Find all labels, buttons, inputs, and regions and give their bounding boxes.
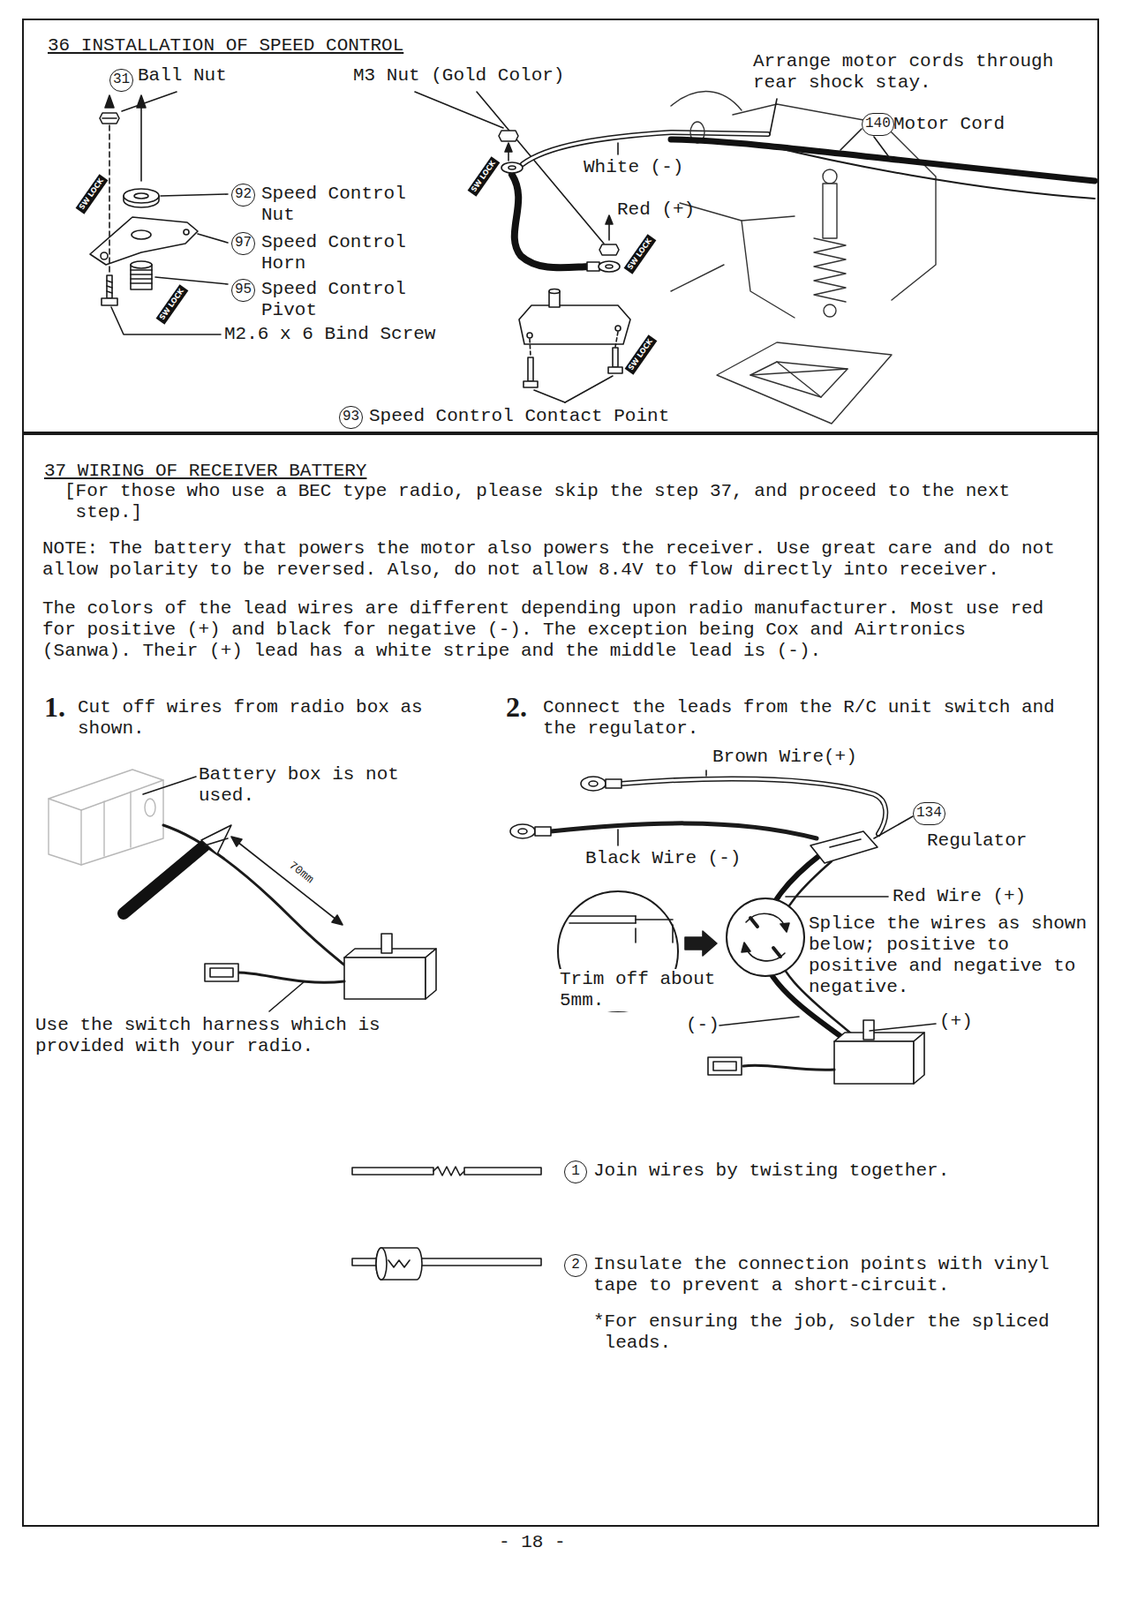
part-label: Ball Nut	[137, 65, 227, 87]
part-label: Splice the wires as shown below; positiv…	[808, 913, 1092, 999]
part-label: Join wires by twisting together.	[593, 1160, 950, 1183]
step-number: 1.	[44, 693, 66, 722]
part-label: Insulate the connection points with viny…	[593, 1254, 1070, 1297]
callout-number: 97	[231, 232, 256, 256]
callout-number: 95	[231, 278, 256, 302]
part-label: Use the switch harness which is provided…	[35, 1015, 389, 1058]
part-label: Speed Control Pivot	[261, 278, 416, 322]
callout-number: 31	[109, 68, 134, 92]
part-label: Motor Cord	[893, 113, 1005, 136]
step-number: 2.	[505, 693, 528, 722]
part-label: Connect the leads from the R/C unit swit…	[542, 697, 1073, 740]
lock-tag: SW LOCK	[625, 334, 658, 375]
part-label: (+)	[939, 1011, 973, 1033]
note-text: *For ensuring the job, solder the splice…	[593, 1311, 1070, 1355]
part-label: Regulator	[926, 830, 1027, 852]
step-heading: 37 WIRING OF RECEIVER BATTERY	[44, 460, 367, 483]
part-label: Battery box is not used.	[198, 764, 411, 807]
part-label: (-)	[685, 1015, 720, 1037]
callout-number: 140	[861, 113, 895, 136]
part-label: M3 Nut (Gold Color)	[353, 65, 565, 87]
part-label: Speed Control Nut	[261, 183, 416, 226]
part-label: Black Wire (-)	[585, 848, 741, 870]
part-label: Brown Wire(+)	[712, 746, 858, 769]
part-label: NOTE: The battery that powers the motor …	[42, 538, 1058, 581]
callout-text: Trim off about 5mm.	[559, 969, 724, 1012]
callout-number: 92	[231, 183, 256, 207]
callout-number: 93	[339, 406, 363, 430]
step-heading: 36 INSTALLATION OF SPEED CONTROL	[47, 35, 404, 57]
lock-tag: SW LOCK	[156, 284, 189, 324]
note-text: [For those who use a BEC type radio, ple…	[64, 481, 1080, 524]
part-label: Red Wire (+)	[892, 886, 1026, 908]
part-label: Speed Control Horn	[261, 232, 416, 275]
callout-number: 134	[912, 802, 946, 826]
part-label: M2.6 x 6 Bind Screw	[224, 323, 436, 346]
part-label: Speed Control Contact Point	[369, 406, 670, 428]
lock-tag: SW LOCK	[467, 156, 501, 196]
part-label: The colors of the lead wires are differe…	[42, 598, 1049, 663]
part-label: White (-)	[583, 157, 684, 179]
part-label: - 18 -	[498, 1532, 566, 1554]
lock-tag: SW LOCK	[75, 173, 109, 214]
callout-number: 2	[564, 1254, 588, 1278]
part-label: Red (+)	[617, 199, 695, 221]
part-label: Cut off wires from radio box as shown.	[77, 697, 449, 740]
callout-number: 1	[564, 1160, 588, 1184]
lock-tag: SW LOCK	[624, 233, 657, 274]
part-label: Arrange motor cords through rear shock s…	[753, 51, 1063, 94]
